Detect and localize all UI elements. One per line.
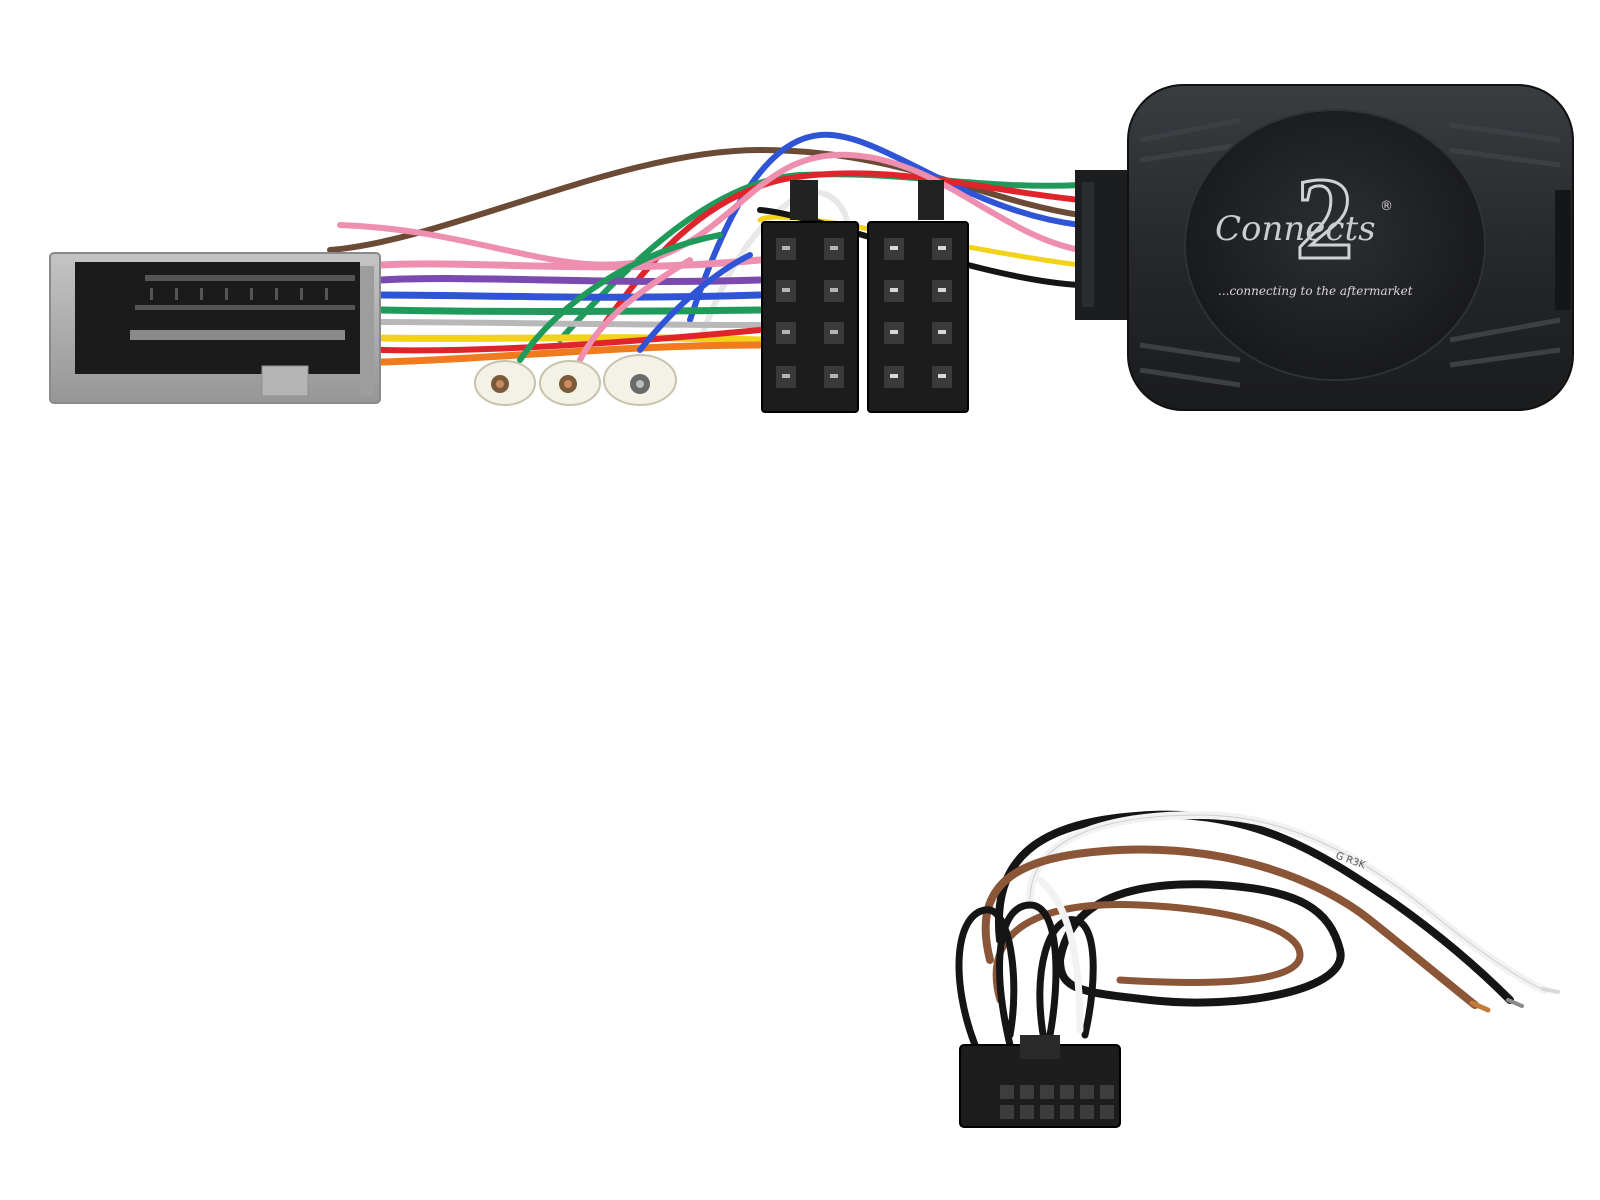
wire-green-antenna [517, 232, 723, 363]
logo-tagline: ...connecting to the aftermarket [1218, 284, 1413, 298]
wire-pink-loop [337, 151, 1083, 268]
iso-connector-right [867, 180, 969, 413]
lead-loop-2 [996, 901, 1060, 1049]
logo-registered-mark: ® [1380, 199, 1393, 214]
module-logo-disc [1184, 109, 1486, 381]
lead-loop-3 [1036, 916, 1097, 1049]
wire-pink-bundle [376, 256, 764, 271]
wire-purple-bundle [376, 275, 764, 285]
logo-numeral: 2 [1295, 153, 1354, 284]
brand-logo: 2 Connects ® ...connecting to the afterm… [1215, 152, 1413, 299]
lead-loop-1 [955, 906, 1018, 1049]
lead-black-inner [1056, 880, 1345, 1007]
logo-wordmark: Connects [1215, 209, 1376, 249]
interface-module [1075, 84, 1574, 411]
antenna-connector-middle [539, 360, 601, 406]
lead-white-to-plug [1036, 876, 1084, 1034]
wire-red-bundle [377, 327, 763, 354]
wire-blue-antenna [637, 252, 753, 353]
vehicle-connector [49, 252, 381, 404]
antenna-connector-left [474, 360, 536, 406]
lead-brown [981, 845, 1479, 1009]
steering-lead-plug [959, 1035, 1121, 1128]
wire-blue-bundle [376, 291, 764, 301]
steering-lead-wires [955, 810, 1560, 1049]
main-harness-wires [327, 131, 1083, 366]
wire-grey-bundle [377, 319, 763, 328]
wire-green-bundle [376, 306, 764, 315]
wire-orange-bundle [376, 341, 764, 366]
lead-black-outer [994, 810, 1514, 1004]
antenna-connector-right [603, 354, 677, 406]
wire-brown-loop [327, 146, 1083, 253]
lead-white-edge [1029, 814, 1546, 991]
module-ribs [1139, 117, 1561, 388]
wire-blue-loop [687, 131, 1083, 323]
wire-pink-antenna [577, 257, 693, 363]
vehicle-connector-pins [130, 275, 355, 340]
iso-connector-left [761, 180, 859, 413]
lead-brown-loop [992, 900, 1304, 1004]
